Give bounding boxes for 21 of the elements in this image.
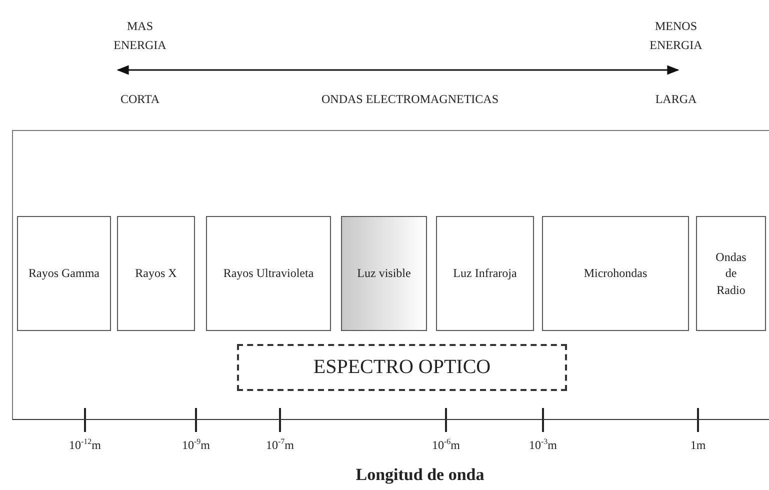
spectrum-band-box: Luz visible <box>341 216 427 331</box>
wavelength-label: CORTA <box>120 91 160 108</box>
energy-label: MENOS ENERGIA <box>648 18 704 54</box>
tick-label: 1m <box>690 437 706 454</box>
tick-label: 10$^{-7}$m <box>266 436 294 454</box>
spectrum-band-box: Rayos Gamma <box>17 216 111 331</box>
spectrum-band-box: Rayos X <box>117 216 195 331</box>
spectrum-band-box: Ondas de Radio <box>696 216 766 331</box>
spectrum-frame <box>12 130 769 420</box>
tick-label: 10$^{-9}$m <box>182 436 210 454</box>
tick-label: 10$^{-12}$m <box>69 436 101 454</box>
wavelength-label: LARGA <box>655 91 697 108</box>
energy-label: MAS ENERGIA <box>112 18 168 54</box>
tick-label: 10$^{-6}$m <box>432 436 460 454</box>
axis-title: Longitud de onda <box>356 464 484 486</box>
tick-label: 10$^{-3}$m <box>529 436 557 454</box>
dashed-region-box: ESPECTRO OPTICO <box>237 344 567 391</box>
spectrum-band-box: Microhondas <box>542 216 689 331</box>
spectrum-band-box: Luz Infraroja <box>436 216 534 331</box>
spectrum-band-box: Rayos Ultravioleta <box>206 216 331 331</box>
spectrum-title: ONDAS ELECTROMAGNETICAS <box>322 91 498 108</box>
